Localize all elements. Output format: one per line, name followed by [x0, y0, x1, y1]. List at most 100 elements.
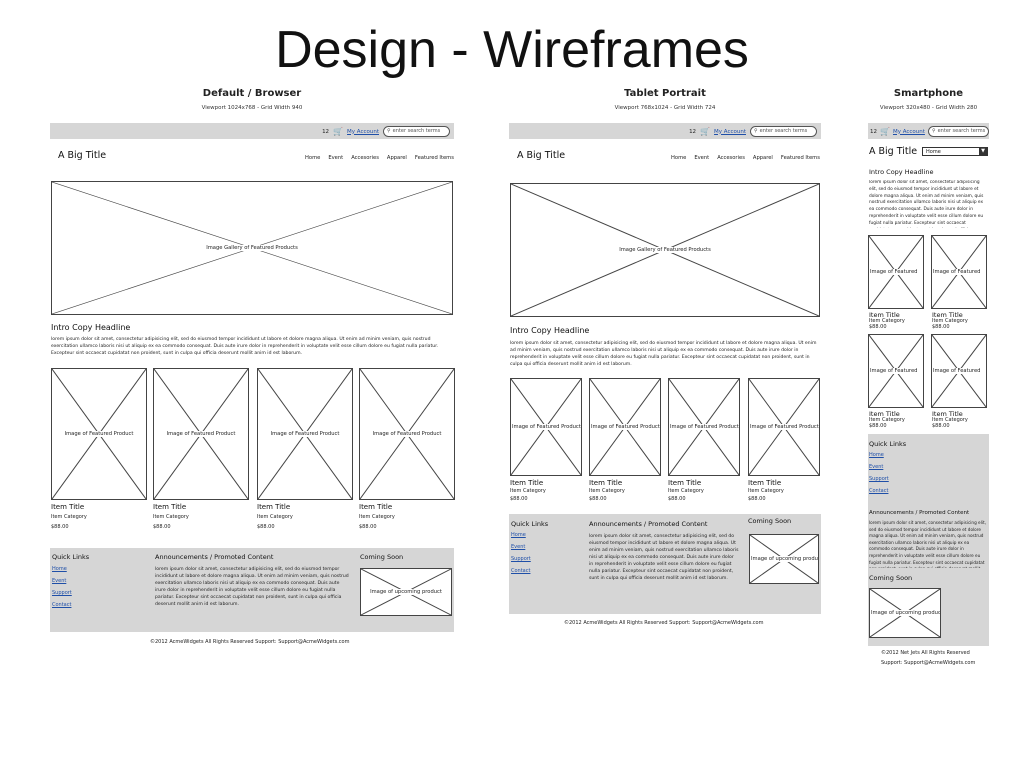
- nav-item-featured[interactable]: Featured Items: [780, 155, 820, 161]
- item-title[interactable]: Item Title: [359, 503, 393, 511]
- quick-link-home[interactable]: Home: [511, 532, 526, 538]
- item-category: Item Category: [51, 514, 87, 520]
- gallery-label: Image Gallery of Featured Products: [618, 247, 712, 253]
- upcoming-product-image[interactable]: Image of upcoming product: [869, 588, 941, 638]
- item-category: Item Category: [932, 417, 968, 423]
- gallery-placeholder[interactable]: Image Gallery of Featured Products: [510, 183, 820, 317]
- upcoming-product-image[interactable]: Image of upcoming product: [360, 568, 452, 616]
- product-image[interactable]: Image of Featured: [868, 334, 924, 408]
- item-title[interactable]: Item Title: [668, 479, 702, 487]
- product-image[interactable]: Image of Featured Product: [748, 378, 820, 476]
- upcoming-label: Image of upcoming product: [369, 589, 443, 595]
- item-price: $88.00: [668, 496, 686, 502]
- quick-link-home[interactable]: Home: [869, 452, 884, 458]
- product-image[interactable]: Image of Featured Product: [668, 378, 740, 476]
- nav-item-accesories[interactable]: Accesories: [351, 155, 379, 161]
- product-image[interactable]: Image of Featured: [931, 235, 987, 309]
- item-title[interactable]: Item Title: [257, 503, 291, 511]
- item-title[interactable]: Item Title: [869, 311, 900, 319]
- nav-item-featured[interactable]: Featured Items: [414, 155, 454, 161]
- quick-link-contact[interactable]: Contact: [511, 568, 531, 574]
- quick-link-event[interactable]: Event: [511, 544, 526, 550]
- cart-icon[interactable]: 🛒: [700, 126, 711, 136]
- quick-link-support[interactable]: Support: [52, 590, 72, 596]
- nav-item-home[interactable]: Home: [305, 155, 321, 161]
- intro-copy: lorem ipsum dolor sit amet, consectetur …: [510, 341, 817, 367]
- cart-count[interactable]: 12: [689, 128, 697, 135]
- quick-links-title: Quick Links: [869, 440, 907, 448]
- nav-item-event[interactable]: Event: [694, 155, 710, 161]
- quick-link-event[interactable]: Event: [52, 578, 67, 584]
- item-category: Item Category: [668, 488, 704, 494]
- quick-links: Home Event Support Contact: [869, 452, 889, 494]
- quick-link-event[interactable]: Event: [869, 464, 884, 470]
- nav-item-accesories[interactable]: Accesories: [717, 155, 745, 161]
- nav-item-event[interactable]: Event: [328, 155, 344, 161]
- search-input[interactable]: ⚲enter search terms: [927, 126, 989, 137]
- quick-link-contact[interactable]: Contact: [52, 602, 72, 608]
- intro-copy: lorem ipsum dolor sit amet, consectetur …: [869, 180, 984, 228]
- upcoming-product-image[interactable]: Image of upcoming product: [749, 534, 819, 584]
- account-link[interactable]: My Account: [714, 128, 746, 135]
- nav-item-home[interactable]: Home: [671, 155, 687, 161]
- desktop-title: Default / Browser: [202, 88, 302, 99]
- desktop-topbar: 12 🛒 My Account ⚲enter search terms: [50, 123, 454, 139]
- cart-icon[interactable]: 🛒: [333, 126, 344, 136]
- item-title[interactable]: Item Title: [932, 410, 963, 418]
- nav-select[interactable]: Home ▼: [922, 147, 988, 156]
- product-label: Image of Featured Product: [269, 431, 341, 437]
- item-title[interactable]: Item Title: [51, 503, 85, 511]
- cart-icon[interactable]: 🛒: [880, 126, 890, 136]
- intro-headline: Intro Copy Headline: [510, 326, 590, 335]
- desktop-subtitle: Viewport 1024x768 - Grid Width 940: [201, 105, 303, 111]
- item-price: $88.00: [932, 324, 950, 330]
- item-category: Item Category: [869, 318, 905, 324]
- item-price: $88.00: [510, 496, 528, 502]
- site-title[interactable]: A Big Title: [58, 150, 107, 161]
- nav-item-apparel[interactable]: Apparel: [386, 155, 407, 161]
- site-title[interactable]: A Big Title: [869, 146, 918, 157]
- item-title[interactable]: Item Title: [510, 479, 544, 487]
- nav-item-apparel[interactable]: Apparel: [752, 155, 773, 161]
- chevron-down-icon[interactable]: ▼: [979, 148, 987, 155]
- product-label: Image of Featured: [932, 368, 982, 374]
- item-title[interactable]: Item Title: [589, 479, 623, 487]
- product-image[interactable]: Image of Featured: [868, 235, 924, 309]
- quick-link-contact[interactable]: Contact: [869, 488, 889, 494]
- product-image[interactable]: Image of Featured Product: [257, 368, 353, 500]
- announce-copy: lorem ipsum dolor sit amet, consectetur …: [869, 520, 986, 568]
- item-category: Item Category: [869, 417, 905, 423]
- phone-topbar: 12 🛒 My Account ⚲enter search terms: [868, 123, 989, 139]
- cart-count[interactable]: 12: [870, 128, 877, 135]
- product-image[interactable]: Image of Featured: [931, 334, 987, 408]
- product-image[interactable]: Image of Featured Product: [153, 368, 249, 500]
- item-title[interactable]: Item Title: [869, 410, 900, 418]
- item-title[interactable]: Item Title: [748, 479, 782, 487]
- item-title[interactable]: Item Title: [153, 503, 187, 511]
- gallery-placeholder[interactable]: Image Gallery of Featured Products: [51, 181, 453, 315]
- phone-wireframe: Smartphone Viewport 320x480 - Grid Width…: [868, 88, 989, 114]
- quick-links: Home Event Support Contact: [511, 532, 531, 574]
- search-input[interactable]: ⚲enter search terms: [750, 126, 817, 137]
- search-icon: ⚲: [387, 128, 391, 134]
- product-image[interactable]: Image of Featured Product: [589, 378, 661, 476]
- item-title[interactable]: Item Title: [932, 311, 963, 319]
- product-image[interactable]: Image of Featured Product: [359, 368, 455, 500]
- footer-copyright-line2: Support: Support@AcmeWidgets.com: [881, 660, 976, 666]
- account-link[interactable]: My Account: [347, 128, 379, 135]
- cart-count[interactable]: 12: [322, 128, 330, 135]
- tablet-title: Tablet Portrait: [624, 88, 706, 99]
- site-title[interactable]: A Big Title: [517, 150, 566, 161]
- product-image[interactable]: Image of Featured Product: [510, 378, 582, 476]
- intro-copy: lorem ipsum dolor sit amet, consectetur …: [51, 337, 439, 356]
- footer-copyright: ©2012 AcmeWidgets All Rights Reserved Su…: [564, 620, 764, 626]
- search-input[interactable]: ⚲enter search terms: [383, 126, 450, 137]
- product-image[interactable]: Image of Featured Product: [51, 368, 147, 500]
- quick-link-support[interactable]: Support: [511, 556, 531, 562]
- tablet-wireframe: Tablet Portrait Viewport 768x1024 - Grid…: [509, 88, 821, 114]
- item-price: $88.00: [932, 423, 950, 429]
- account-link[interactable]: My Account: [892, 128, 925, 135]
- quick-link-home[interactable]: Home: [52, 566, 67, 572]
- quick-link-support[interactable]: Support: [869, 476, 889, 482]
- product-label: Image of Featured: [932, 269, 982, 275]
